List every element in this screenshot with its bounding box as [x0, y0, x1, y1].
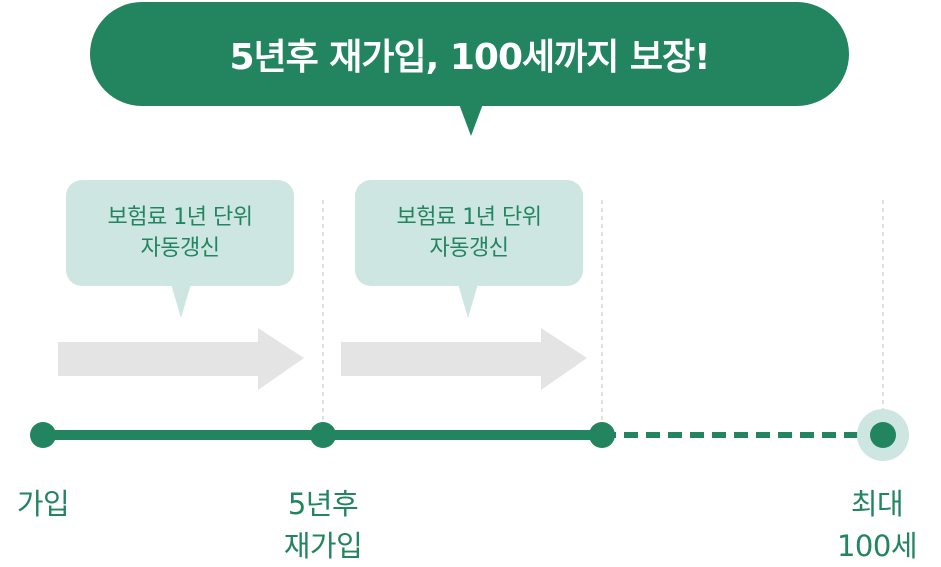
renewal-note-2-tail — [458, 284, 478, 318]
renewal-note-2-line1: 보험료 1년 단위 — [396, 205, 542, 230]
period-arrow-2 — [341, 328, 587, 390]
renewal-note-1-tail — [171, 284, 191, 318]
timeline-point-10yr — [589, 422, 615, 448]
headline-text: 5년후 재가입, 100세까지 보장! — [229, 37, 710, 78]
renewal-note-1: 보험료 1년 단위 자동갱신 — [66, 180, 294, 286]
period-arrow-1 — [58, 328, 304, 390]
renewal-note-2: 보험료 1년 단위 자동갱신 — [355, 180, 583, 286]
label-renew-line2: 재가입 — [283, 529, 363, 563]
renewal-note-2-line2: 자동갱신 — [429, 236, 509, 261]
label-max: 최대 100세 — [815, 483, 939, 567]
headline-bubble: 5년후 재가입, 100세까지 보장! — [90, 2, 849, 106]
headline-bubble-tail — [459, 104, 483, 136]
timeline-point-max — [870, 422, 896, 448]
label-max-line2: 100세 — [836, 529, 918, 563]
label-max-line1: 최대 — [850, 487, 904, 521]
label-renew: 5년후 재가입 — [263, 483, 383, 567]
renewal-note-1-line1: 보험료 1년 단위 — [107, 205, 253, 230]
label-start-text: 가입 — [16, 487, 70, 521]
label-start: 가입 — [0, 483, 86, 525]
timeline-point-renew — [310, 422, 336, 448]
timeline-point-start — [30, 422, 56, 448]
renewal-note-1-line2: 자동갱신 — [140, 236, 220, 261]
label-renew-line1: 5년후 — [287, 487, 359, 521]
